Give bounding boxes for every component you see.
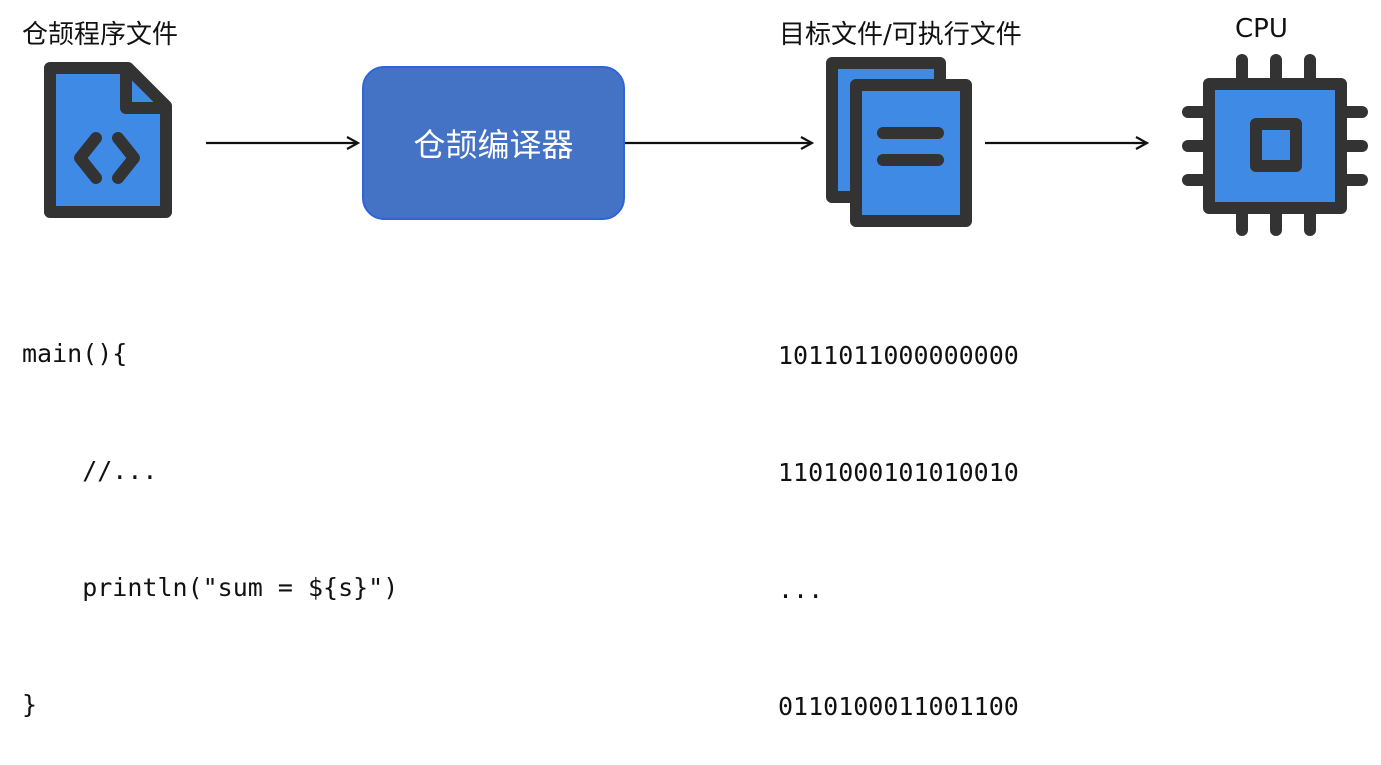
source-file-label: 仓颉程序文件	[22, 20, 179, 50]
source-code-block: main(){ //... println("sum = ${s}") }	[22, 256, 398, 763]
binary-block: 1011011000000000 1101000101010010 ... 01…	[778, 258, 1019, 765]
target-file-label: 目标文件/可执行文件	[779, 20, 1022, 50]
cpu-label: CPU	[1235, 14, 1288, 44]
binary-line: 1011011000000000	[778, 341, 1019, 370]
code-line: main(){	[22, 339, 128, 368]
code-line: println("sum = ${s}")	[22, 573, 399, 602]
code-file-icon	[44, 62, 172, 218]
binary-line: 0110100011001100	[778, 692, 1019, 721]
compiler-box: 仓颉编译器	[362, 66, 625, 220]
document-copy-icon	[826, 57, 972, 227]
binary-line: 1101000101010010	[778, 458, 1019, 487]
code-line: //...	[22, 456, 158, 485]
cpu-icon	[1182, 54, 1368, 236]
binary-line: ...	[778, 575, 824, 604]
compiler-label: 仓颉编译器	[413, 126, 574, 164]
diagram-graphics	[44, 54, 1368, 236]
code-line: }	[22, 690, 38, 719]
